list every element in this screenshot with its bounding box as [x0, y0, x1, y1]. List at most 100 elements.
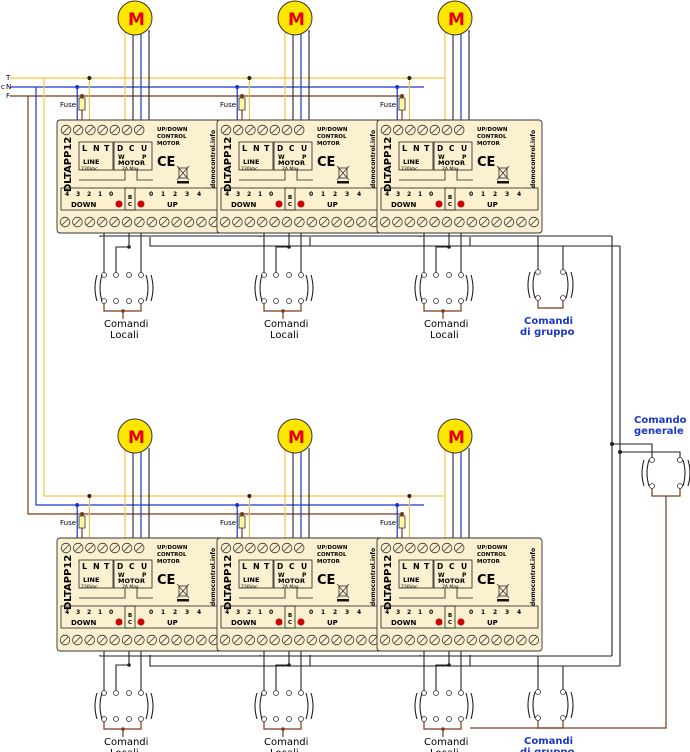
screw-slot [296, 218, 303, 226]
brand-label: domocontrol.info [210, 130, 217, 188]
pushbutton-icon [465, 692, 474, 720]
screw-slot [61, 218, 69, 226]
fuse [398, 97, 406, 111]
screw-slot [222, 544, 230, 552]
general-return [651, 488, 681, 497]
screw-slot [62, 544, 70, 552]
screw-slot [234, 544, 242, 552]
module-title: UP/DOWN [317, 545, 348, 551]
group-line-down [99, 235, 612, 237]
voltage-label: 230Vac [401, 166, 418, 172]
fuse-label: Fuse [220, 101, 236, 109]
motor-label-text: MOTOR [438, 159, 465, 167]
terminal-sub-label: P [462, 154, 467, 161]
screw-slot [431, 218, 438, 226]
screw-slot [358, 636, 365, 644]
screw-slot [468, 218, 476, 226]
motor-label: M [288, 428, 305, 448]
screw-slot [221, 218, 229, 226]
internal-line [79, 170, 126, 181]
screw-slot [296, 636, 303, 644]
junction-dot [395, 85, 400, 89]
led-up-icon [137, 618, 145, 626]
ce-mark: CE [317, 155, 335, 170]
screw-slot [333, 636, 340, 644]
terminal-label: N [93, 144, 100, 153]
switch-contact [446, 298, 452, 304]
terminal-label: N [253, 562, 260, 571]
switch-contact [138, 690, 144, 696]
input-number: 4 [517, 191, 521, 198]
motor-icon [437, 418, 473, 454]
motor-label: M [128, 428, 145, 448]
switch-contact [273, 690, 279, 696]
screw-slot [222, 126, 230, 134]
motor-label-text: MOTOR [118, 159, 145, 167]
switch-contact [286, 298, 292, 304]
junction-dot [247, 494, 252, 498]
module-body [56, 537, 223, 652]
screw-slot [455, 126, 463, 134]
led-up-icon [297, 618, 305, 626]
line-label: LINE [83, 576, 99, 584]
led-up-icon [457, 200, 465, 208]
switch-contact [126, 690, 132, 696]
input-number: 0 [469, 609, 473, 616]
rating-label: 2A Max [122, 166, 139, 172]
screw-slot [198, 218, 205, 226]
screw-slot [99, 126, 106, 134]
screw-slot [271, 544, 279, 552]
bc-label: C [128, 620, 132, 626]
bc-label: B [288, 195, 292, 201]
terminal-label: T [424, 144, 430, 153]
terminal-label: N [413, 144, 420, 153]
input-number: 1 [161, 191, 165, 198]
input-number: 4 [357, 609, 361, 616]
general-wire [612, 443, 653, 458]
terminal-label: T [264, 144, 270, 153]
terminal-sub-label: W [278, 154, 285, 161]
input-number: 3 [505, 609, 509, 616]
screw-slot [185, 636, 193, 644]
input-number: 2 [407, 191, 411, 198]
switch-contact [126, 298, 132, 304]
screw-slot [295, 126, 303, 134]
screw-slot [111, 636, 118, 644]
local-label: Comandi [424, 737, 468, 748]
line-box [398, 559, 434, 589]
screw-slot [86, 218, 94, 226]
input-number: 0 [309, 191, 313, 198]
screw-slot [148, 218, 156, 226]
switch-contact [126, 716, 132, 722]
line-box [238, 141, 274, 171]
terminal-label: L [242, 562, 247, 571]
screw-slot [468, 636, 476, 644]
screw-slot [493, 218, 500, 226]
screw-slot [345, 218, 353, 226]
wire-local-common [435, 645, 450, 693]
terminal-label: D [117, 144, 123, 153]
screw-slot [111, 126, 119, 134]
switch-contact [286, 716, 292, 722]
switch-contact [101, 272, 107, 278]
module-title: UP/DOWN [477, 127, 508, 133]
motor-icon [277, 0, 313, 36]
switch-contact [560, 295, 566, 301]
screw-slot [431, 544, 439, 552]
bc-box [444, 187, 456, 211]
group-label: Comandi [524, 316, 573, 327]
terminal-label: U [461, 562, 467, 571]
weee-bar-icon [337, 181, 349, 184]
input-number: 1 [98, 609, 102, 616]
screw-slot [74, 126, 82, 134]
terminal-label: U [141, 144, 147, 153]
module-title: CONTROL [317, 552, 347, 558]
line-label: LINE [83, 158, 99, 166]
local-label: Comandi [104, 319, 148, 330]
down-label: DOWN [391, 619, 416, 627]
down-label: DOWN [231, 201, 256, 209]
switch-contact [421, 298, 427, 304]
module-title: MOTOR [477, 559, 501, 565]
input-number: 1 [418, 191, 422, 198]
switch-contact [286, 690, 292, 696]
